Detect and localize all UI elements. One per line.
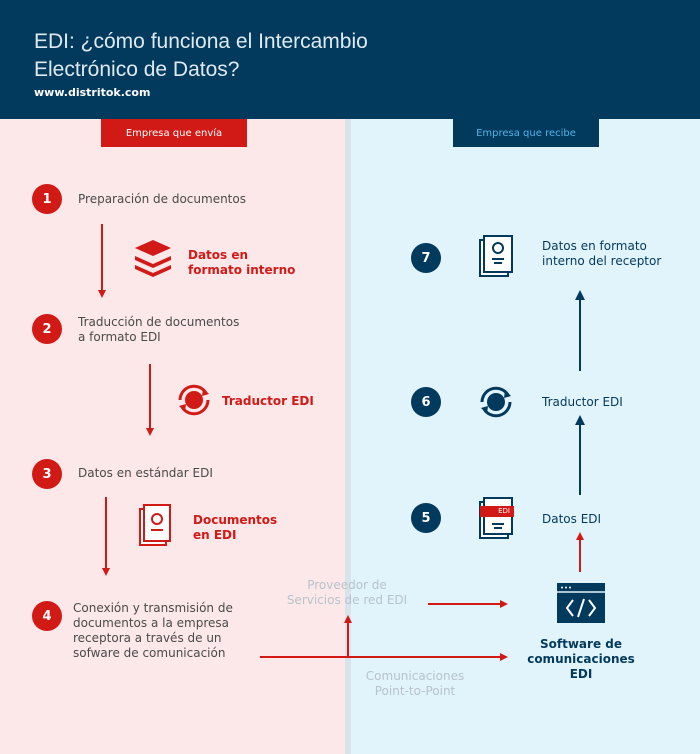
text-line: en EDI [193, 528, 237, 542]
text-line: Proveedor de [307, 578, 387, 592]
step-6-badge: 6 [411, 387, 441, 417]
site-url: www.distritok.com [34, 86, 151, 99]
document-stack-icon [479, 497, 513, 539]
text-line: receptora a través de un [73, 631, 222, 645]
step-7-badge: 7 [411, 243, 441, 273]
translator-sync-icon [178, 384, 210, 416]
text-line: Software de [540, 637, 622, 651]
text-line: Traducción de documentos [78, 315, 240, 329]
text-line: Conexión y transmisión de [73, 601, 233, 615]
text-line: documentos a la empresa [73, 616, 229, 630]
receiver-column-label: Empresa que recibe [453, 119, 599, 147]
text-line: Comunicaciones [365, 669, 465, 683]
database-stack-icon [135, 240, 171, 277]
text-line: Point-to-Point [374, 684, 456, 698]
column-divider [345, 0, 351, 754]
edi-badge: EDI [480, 506, 514, 517]
step-5-badge: 5 [411, 503, 441, 533]
step-2-badge: 2 [32, 314, 62, 344]
step-3-label: Datos en estándar EDI [78, 466, 213, 480]
step-1-label: Preparación de documentos [78, 192, 246, 206]
text-line: sofware de comunicación [73, 646, 226, 660]
title-line: EDI: ¿cómo funciona el Intercambio [34, 30, 368, 53]
step-1-badge: 1 [32, 184, 62, 214]
text-line: comunicaciones EDI [527, 652, 635, 681]
documents-icon [479, 235, 513, 277]
text-line: interno del receptor [542, 254, 662, 268]
text-line: formato interno [188, 263, 296, 277]
translator-label: Traductor EDI [222, 394, 314, 408]
code-window-icon [557, 583, 605, 623]
step-6-label: Traductor EDI [542, 395, 623, 409]
step-4-badge: 4 [32, 601, 62, 631]
text-line: Datos en formato [542, 239, 647, 253]
text-line: a formato EDI [78, 330, 161, 344]
step-5-label: Datos EDI [542, 512, 602, 526]
text-line: Servicios de red EDI [286, 593, 408, 607]
sender-column-label: Empresa que envía [101, 119, 247, 147]
text-line: Documentos [193, 513, 278, 527]
title-line: Electrónico de Datos? [34, 58, 240, 81]
step-3-badge: 3 [32, 459, 62, 489]
translator-sync-icon [480, 386, 512, 418]
text-line: Datos en [188, 248, 249, 262]
edi-document-icon: EDI [478, 496, 516, 540]
documents-icon [139, 504, 171, 546]
